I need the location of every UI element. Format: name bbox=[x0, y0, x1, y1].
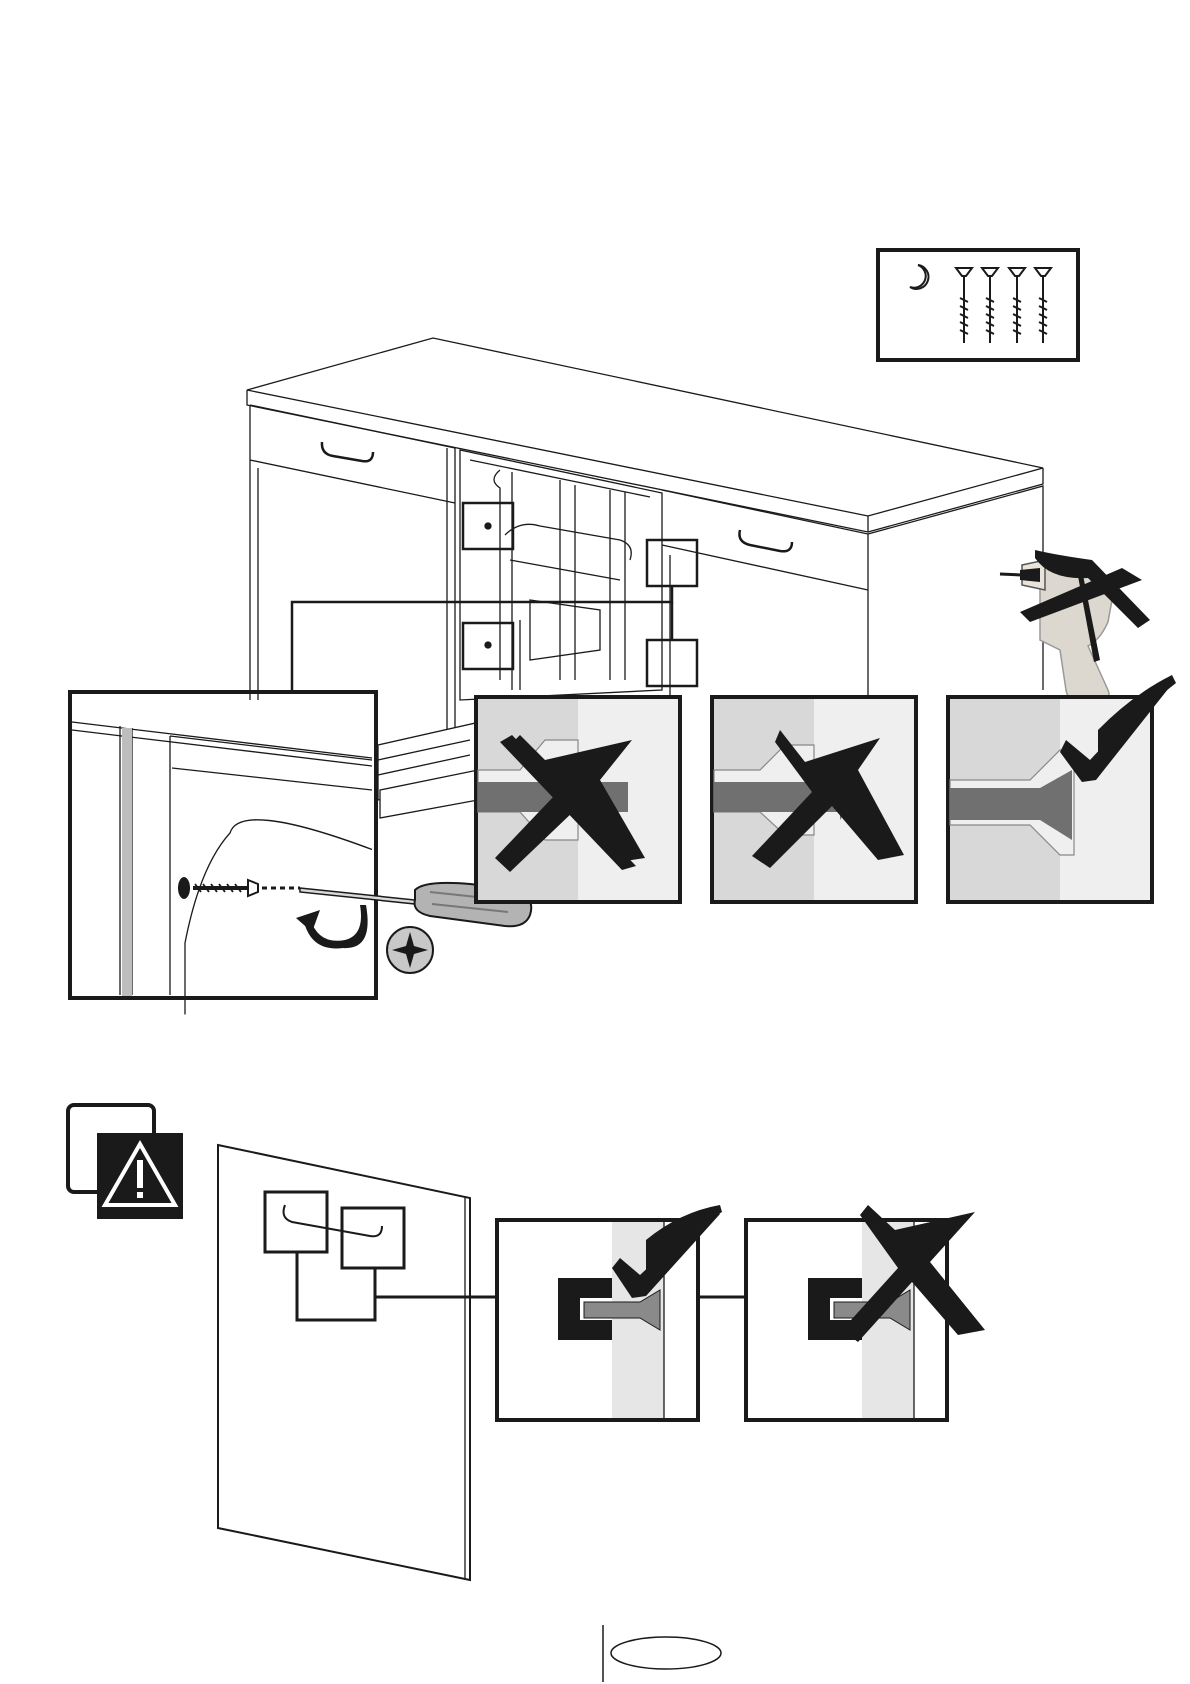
door-fixing-wrong bbox=[746, 1205, 985, 1420]
phillips-head-icon bbox=[387, 927, 433, 973]
door-fixing-correct bbox=[497, 1205, 722, 1420]
screw-icon bbox=[193, 880, 300, 896]
screws-icon bbox=[878, 250, 1078, 360]
page-footer bbox=[603, 1625, 721, 1682]
rotate-arrow-icon bbox=[296, 905, 368, 948]
power-drill-prohibited-icon bbox=[1000, 550, 1150, 704]
cabinet-fixing-correct bbox=[948, 675, 1176, 902]
cabinet-fixing-wrong-2 bbox=[712, 697, 916, 902]
warning-icon bbox=[68, 1105, 183, 1219]
cabinet-fixing-wrong-1 bbox=[476, 697, 680, 902]
